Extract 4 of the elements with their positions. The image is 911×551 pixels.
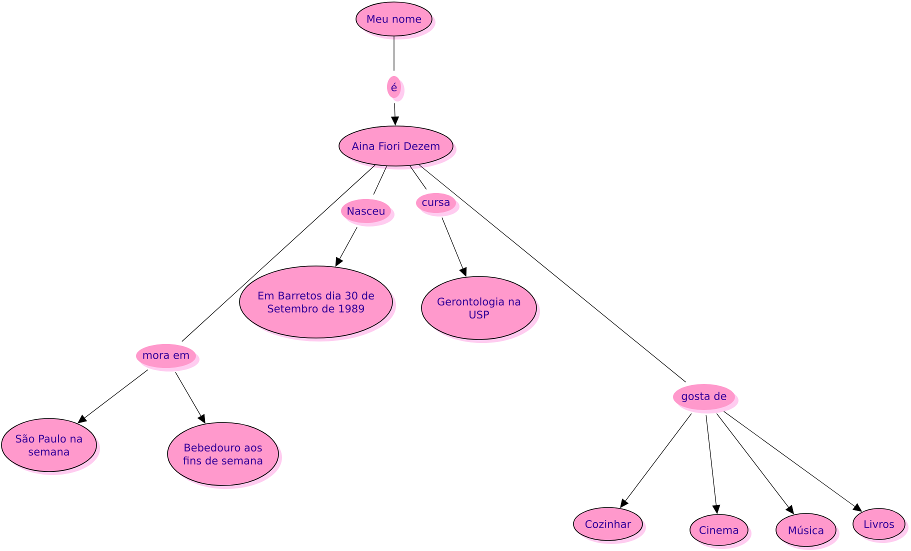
connector-line [182, 164, 376, 342]
connector-line [418, 164, 686, 382]
connector-line [373, 166, 388, 195]
connector-line [410, 165, 427, 190]
